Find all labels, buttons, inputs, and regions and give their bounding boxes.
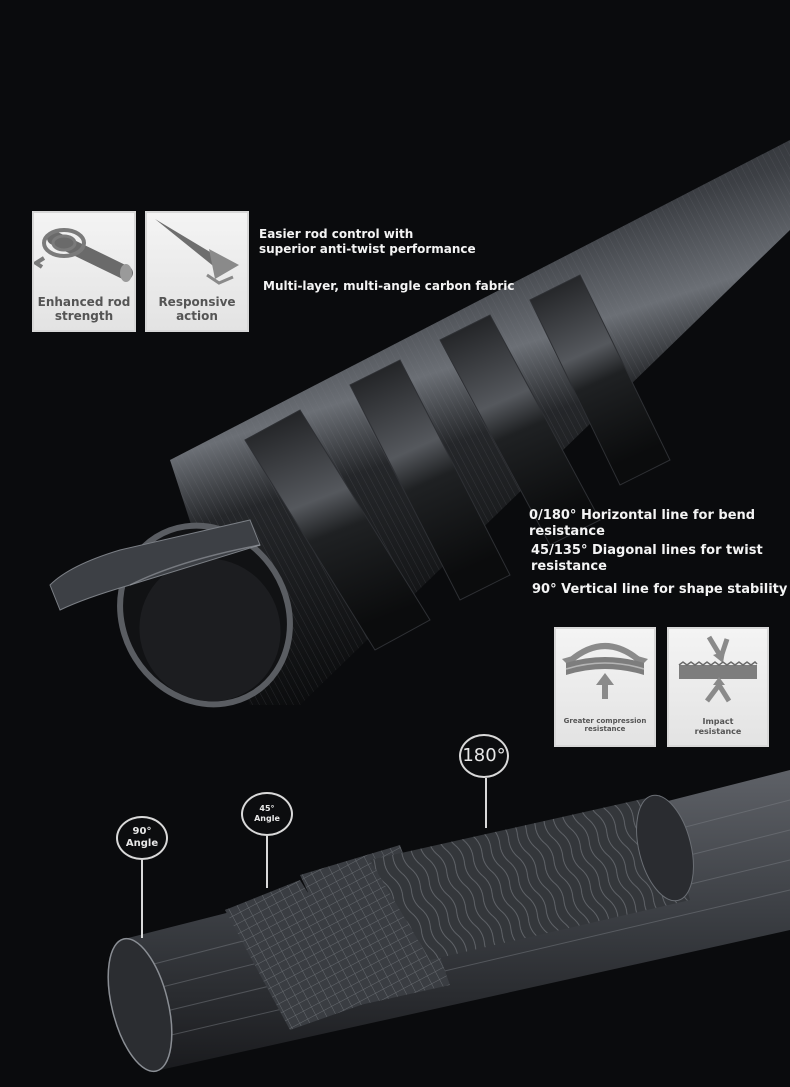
rod-strength-icon [34, 228, 133, 282]
upper-carbon-rod [49, 140, 790, 708]
card-action-label-1: Responsive [158, 295, 236, 309]
angle-90-stem [141, 860, 143, 938]
callout-horizontal-line1: 0/180° Horizontal line for bend [529, 508, 756, 523]
card-impact-label-2: resistance [694, 726, 742, 736]
arrow-action-icon [155, 219, 239, 285]
callout-control: Easier rod control with superior anti-tw… [259, 227, 476, 257]
angle-180-value: 180° [462, 744, 506, 766]
card-compression-label-2: resistance [584, 725, 626, 734]
callout-fabric: Multi-layer, multi-angle carbon fabric [263, 279, 515, 293]
card-action-label-2: action [176, 309, 218, 324]
card-compression-label-1: Greater compression [563, 717, 647, 725]
card-enhanced-strength: Enhanced rod strength [32, 211, 136, 332]
lower-layered-rod [107, 770, 790, 1073]
impact-icon [678, 635, 758, 703]
angle-180-bubble: 180° [459, 734, 509, 778]
card-strength-label-2: strength [54, 309, 114, 324]
callout-control-line2: superior anti-twist performance [259, 242, 476, 256]
card-compression: Greater compression resistance [554, 627, 656, 747]
card-impact: Impact resistance [667, 627, 769, 747]
card-impact-label-1: Impact [702, 717, 734, 726]
angle-45-value: 45° [259, 804, 275, 813]
card-responsive-action: Responsive action [145, 211, 249, 332]
callout-diagonal: 45/135° Diagonal lines for twist resista… [531, 543, 763, 575]
angle-45-stem [266, 836, 268, 888]
angle-180-stem [485, 778, 487, 828]
callout-horizontal: 0/180° Horizontal line for bend resistan… [529, 508, 755, 540]
angle-90-label: Angle [125, 838, 159, 849]
callout-horizontal-line2: resistance [529, 524, 605, 539]
angle-45-label: Angle [254, 814, 280, 823]
callout-control-line1: Easier rod control with [259, 227, 414, 241]
angle-45-bubble: 45° Angle [241, 792, 293, 836]
angle-90-value: 90° [132, 825, 152, 837]
callout-vertical: 90° Vertical line for shape stability [532, 582, 788, 597]
callout-diagonal-line1: 45/135° Diagonal lines for twist [531, 543, 763, 558]
compression-icon [562, 643, 648, 699]
callout-diagonal-line2: resistance [531, 559, 607, 574]
angle-90-bubble: 90° Angle [116, 816, 168, 860]
card-strength-label-1: Enhanced rod [37, 295, 131, 309]
